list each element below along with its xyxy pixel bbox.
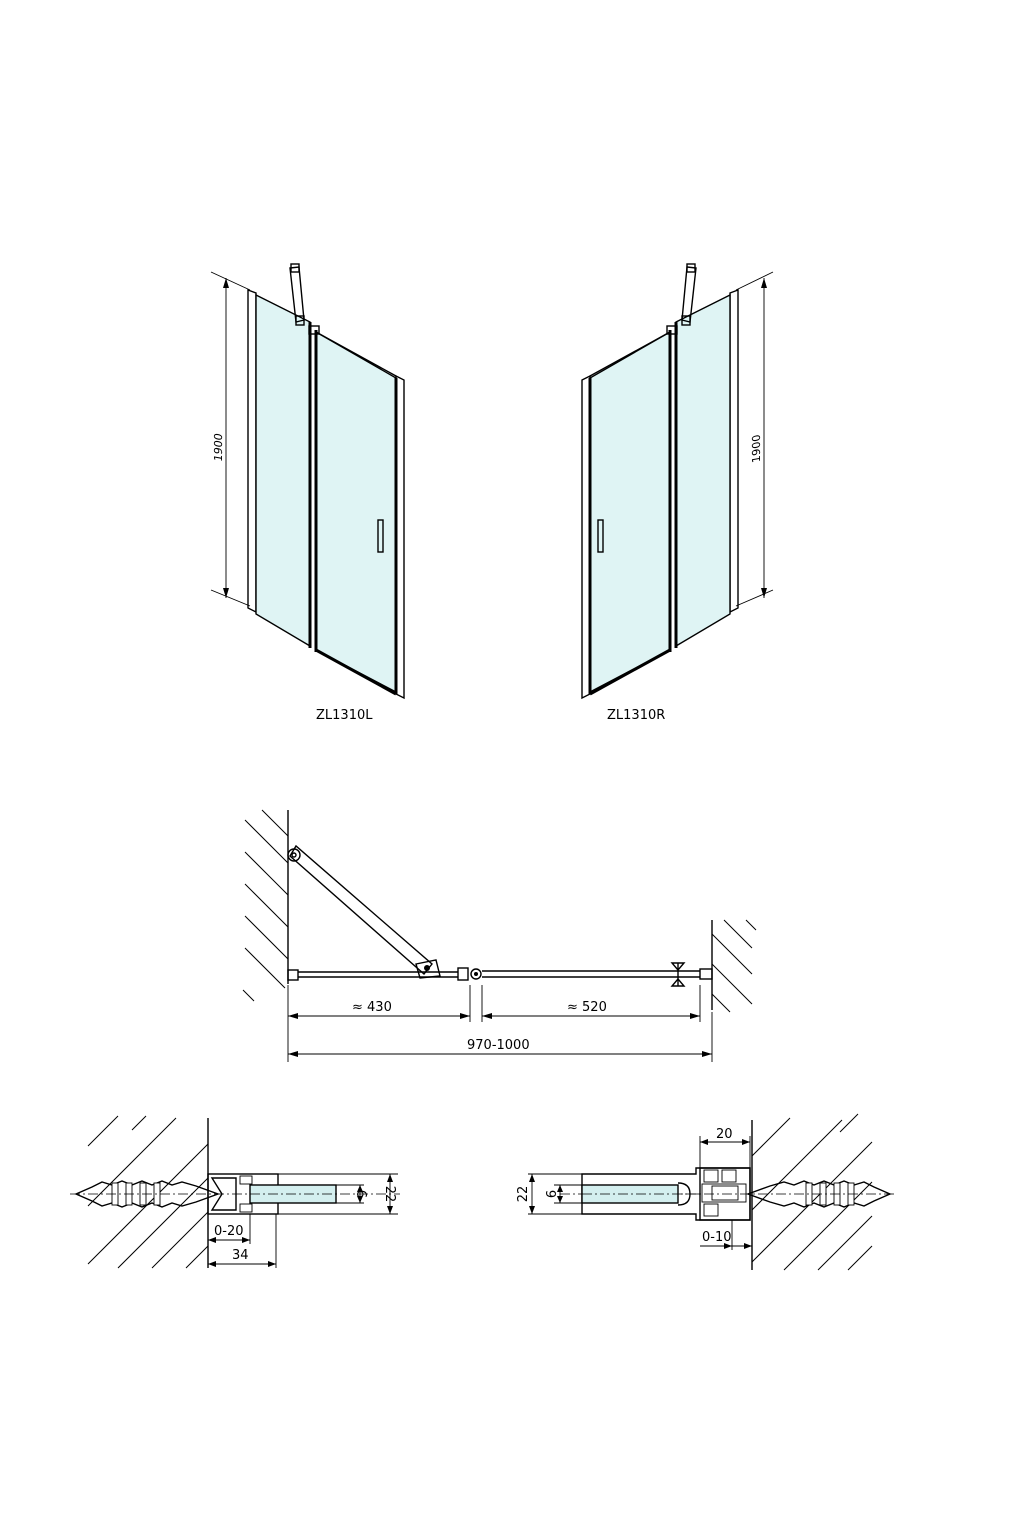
view-left-iso: 1900 ZL1310L	[210, 263, 405, 723]
right-adjust-range: 0-10	[702, 1230, 732, 1245]
view-right-iso: 1900 ZL1310R	[581, 263, 774, 723]
dim-fixed-panel: ≈ 430	[352, 1000, 392, 1015]
left-model-label: ZL1310L	[316, 708, 373, 723]
right-top-width: 20	[716, 1127, 733, 1142]
detail-left: 6 22 0-20 34	[70, 1115, 400, 1269]
left-glass-thickness: 6	[353, 1190, 368, 1198]
left-height-label: 1900	[212, 432, 225, 462]
detail-right: 22 6 20 0-10	[516, 1113, 896, 1271]
left-profile-width: 34	[232, 1248, 249, 1263]
left-profile-depth: 22	[382, 1186, 397, 1203]
right-model-label: ZL1310R	[607, 708, 665, 723]
dim-door-panel: ≈ 520	[567, 1000, 607, 1015]
left-adjust-range: 0-20	[214, 1224, 244, 1239]
dim-total-width: 970-1000	[467, 1038, 530, 1053]
right-profile-depth: 22	[516, 1186, 531, 1203]
right-glass-thickness: 6	[545, 1190, 560, 1198]
right-height-label: 1900	[750, 433, 763, 463]
plan-view: ≈ 430 ≈ 520 970-1000	[242, 809, 757, 1062]
